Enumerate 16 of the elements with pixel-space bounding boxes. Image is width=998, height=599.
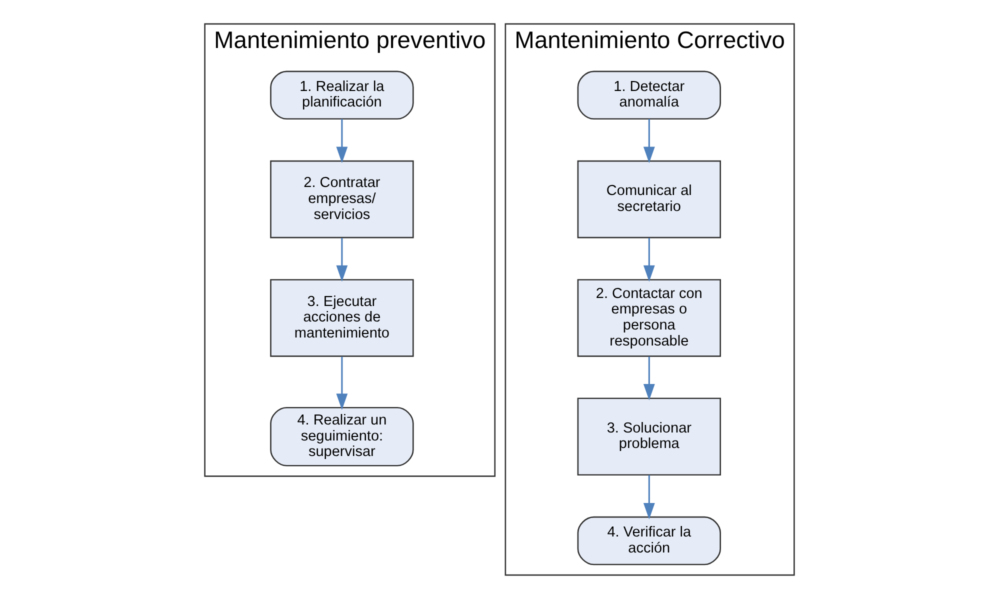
arrow: [336, 119, 348, 164]
node-box: 4. Realizar un seguimiento: supervisar: [270, 406, 414, 466]
arrow: [642, 119, 654, 164]
arrow: [336, 356, 348, 410]
node-box: 1. Realizar la planificación: [270, 70, 414, 120]
node-box: 3. Solucionar problema: [576, 398, 720, 476]
arrow: [642, 356, 654, 400]
arrow: [642, 238, 654, 282]
node-box: 1. Detectar anomalía: [576, 70, 720, 120]
node-box: 2. Contactar con empresas o persona responsable: [576, 279, 720, 357]
arrow: [642, 475, 654, 520]
node-box: 2. Contratar empresas/ servicios: [270, 160, 414, 238]
arrow: [336, 238, 348, 282]
node-box: 4. Verificar la acción: [576, 516, 720, 566]
node-box: 3. Ejecutar acciones de mantenimiento: [270, 279, 414, 357]
node-box: Comunicar al secretario: [576, 160, 720, 238]
